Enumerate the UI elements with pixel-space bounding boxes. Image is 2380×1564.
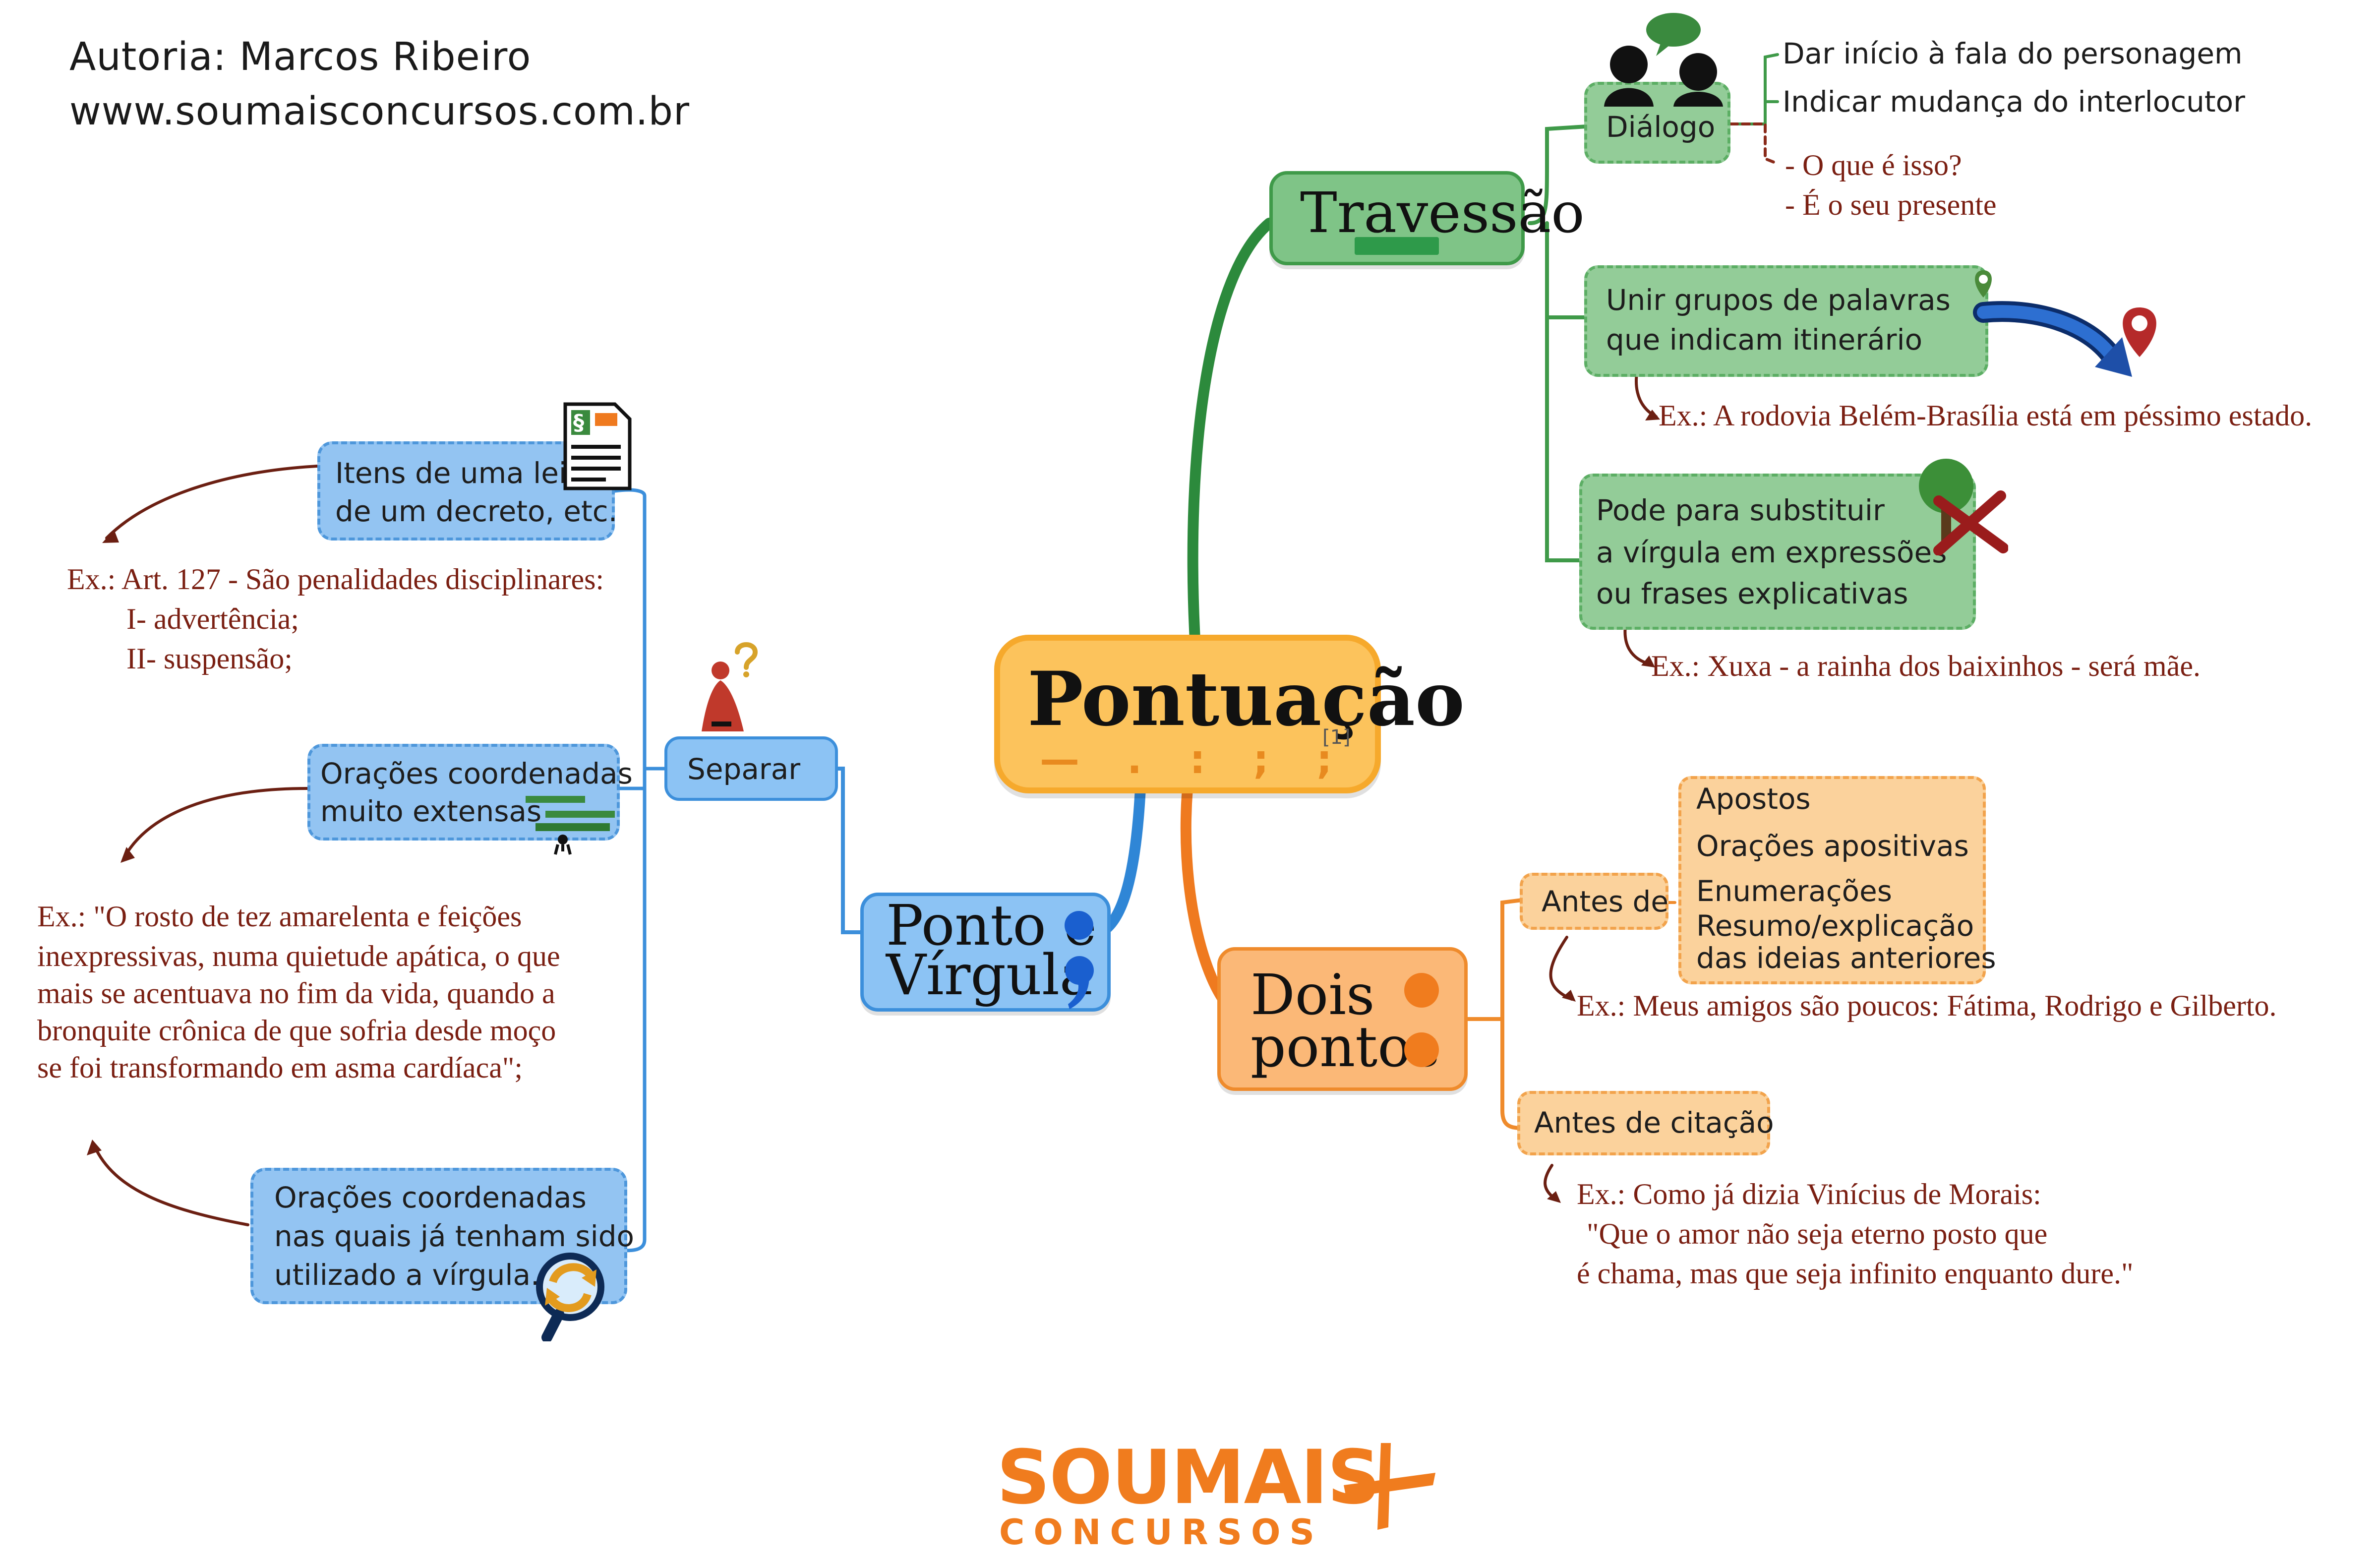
substituir-line-1: Pode para substituir — [1596, 493, 1885, 527]
antes-de-example: Ex.: Meus amigos são poucos: Fátima, Rod… — [1577, 989, 2277, 1022]
antes-de-item-4: Resumo/explicação — [1696, 909, 1974, 943]
separar-label: Separar — [687, 752, 801, 786]
antes-de-item-5: das ideias anteriores — [1696, 941, 1996, 975]
itinerario-node[interactable]: Unir grupos de palavras que indicam itin… — [1584, 265, 1988, 377]
itinerario-example: Ex.: A rodovia Belém-Brasília está em pé… — [1659, 399, 2313, 432]
dialogo-example-2: - É o seu presente — [1785, 188, 1997, 221]
dash-symbol — [1355, 237, 1439, 255]
punctuation-symbols: — . : ; ; — [1040, 736, 1349, 782]
oracoes-extensas-line-1: Orações coordenadas — [320, 757, 633, 790]
logo-top-text: SOUMAIS — [997, 1435, 1381, 1521]
itinerario-line-2: que indicam itinerário — [1606, 323, 1923, 357]
citacao-example-3: é chama, mas que seja infinito enquanto … — [1577, 1257, 2134, 1290]
svg-text:§: § — [573, 410, 584, 435]
oracoes-virgula-line-3: utilizado a vírgula. — [274, 1258, 540, 1292]
substituir-line-2: a vírgula em expressões — [1596, 536, 1947, 569]
colon-dot-bottom — [1404, 1032, 1439, 1067]
dialogo-example-1: - O que é isso? — [1785, 149, 1962, 181]
oracoes-extensas-line-2: muito extensas — [320, 794, 542, 828]
travessao-node[interactable]: Travessão — [1269, 171, 1585, 265]
oracoes-virgula-line-1: Orações coordenadas — [274, 1181, 587, 1214]
law-document-icon: § — [563, 402, 632, 490]
semicolon-comma — [1065, 956, 1094, 1009]
antes-de-citacao-node[interactable]: Antes de citação — [1517, 1091, 1774, 1155]
footnote-marker: [1] — [1322, 726, 1351, 749]
citacao-example-1: Ex.: Como já dizia Vinícius de Morais: — [1577, 1178, 2041, 1210]
website-credit: www.soumaisconcursos.com.br — [69, 89, 690, 134]
central-topic-title: Pontuação — [1027, 656, 1465, 743]
oracoes-virgula-line-2: nas quais já tenham sido — [274, 1219, 634, 1253]
extensas-example-2: inexpressivas, numa quietude apática, o … — [37, 940, 560, 972]
extensas-example-1: Ex.: "O rosto de tez amarelenta e feiçõe… — [37, 900, 522, 933]
extensas-example-5: se foi transformando em asma cardíaca"; — [37, 1051, 523, 1084]
dialogo-label: Diálogo — [1606, 110, 1716, 144]
itens-lei-line-1: Itens de uma lei, — [335, 456, 576, 490]
itinerario-line-1: Unir grupos de palavras — [1606, 283, 1951, 317]
antes-de-item-1: Apostos — [1696, 782, 1811, 816]
antes-de-item-3: Enumerações — [1696, 874, 1893, 908]
lei-example-3: II- suspensão; — [126, 642, 293, 675]
ponto-e-virgula-line-1: Ponto e — [886, 894, 1097, 958]
dois-pontos-node[interactable]: Dois pontos — [1217, 947, 1468, 1091]
substituir-example: Ex.: Xuxa - a rainha dos baixinhos - ser… — [1651, 650, 2201, 682]
central-topic-node[interactable]: Pontuação — . : ; ; [1] — [994, 635, 1465, 793]
bench-icon — [526, 796, 615, 855]
travessao-label: Travessão — [1300, 181, 1585, 245]
dois-pontos-line-1: Dois — [1250, 963, 1375, 1027]
logo-bottom-text: CONCURSOS — [999, 1512, 1323, 1553]
antes-de-item-2: Orações apositivas — [1696, 829, 1969, 863]
brand-logo: SOUMAIS CONCURSOS — [997, 1438, 1443, 1557]
logo-plus-icon — [1344, 1443, 1435, 1530]
colon-dot-top — [1404, 973, 1439, 1008]
substituir-line-3: ou frases explicativas — [1596, 577, 1908, 610]
ponto-e-virgula-node[interactable]: Ponto e Vírgula — [860, 893, 1111, 1012]
itens-lei-line-2: de um decreto, etc. — [335, 494, 618, 528]
extensas-example-4: bronquite crônica de que sofria desde mo… — [37, 1014, 556, 1047]
antes-de-citacao-label: Antes de citação — [1534, 1106, 1774, 1140]
oracoes-virgula-node[interactable]: Orações coordenadas nas quais já tenham … — [250, 1168, 634, 1304]
author-credit: Autoria: Marcos Ribeiro — [69, 35, 532, 79]
antes-de-label: Antes de — [1542, 885, 1669, 918]
antes-de-node[interactable]: Antes de — [1520, 873, 1668, 930]
antes-de-items-box: Apostos Orações apositivas Enumerações R… — [1678, 776, 1996, 984]
dialogo-item-2: Indicar mudança do interlocutor — [1783, 85, 2245, 119]
substituir-virgula-node[interactable]: Pode para substituir a vírgula em expres… — [1579, 474, 1976, 630]
lei-example-1: Ex.: Art. 127 - São penalidades discipli… — [67, 563, 604, 596]
tree-cross-icon — [1919, 459, 2008, 555]
dialogo-item-1: Dar início à fala do personagem — [1783, 37, 2243, 70]
separar-node[interactable]: Separar — [664, 736, 838, 801]
semicolon-dot — [1065, 911, 1093, 940]
extensas-example-3: mais se acentuava no fim da vida, quando… — [37, 977, 555, 1010]
question-person-icon — [702, 642, 758, 731]
itens-lei-node[interactable]: Itens de uma lei, de um decreto, etc. — [317, 441, 618, 541]
speech-people-icon — [1604, 13, 1723, 107]
magnifier-refresh-icon — [536, 1253, 604, 1341]
citacao-example-2: "Que o amor não seja eterno posto que — [1587, 1217, 2048, 1250]
location-route-icon — [1973, 270, 2156, 377]
lei-example-2: I- advertência; — [126, 602, 299, 635]
ponto-e-virgula-line-2: Vírgula — [886, 943, 1093, 1008]
